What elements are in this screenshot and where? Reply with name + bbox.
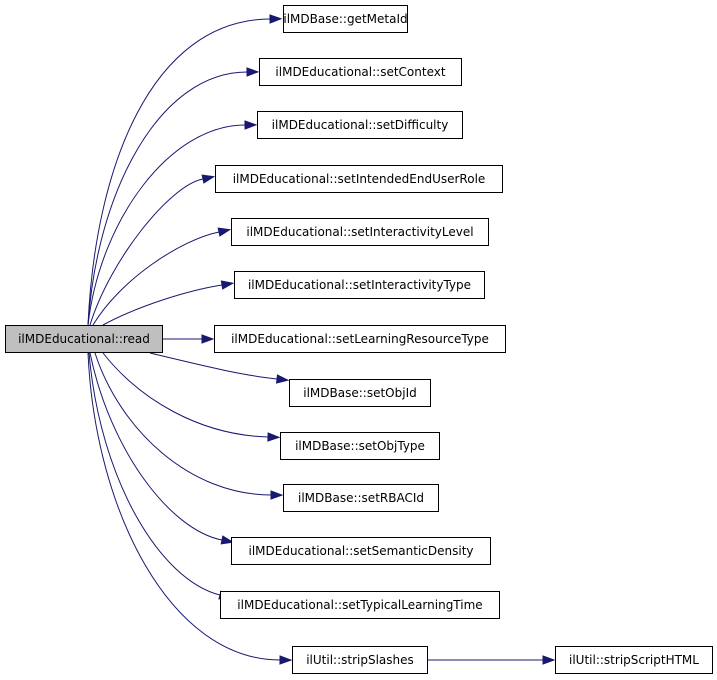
node-box xyxy=(231,218,489,246)
node-setObjType[interactable]: ilMDBase::setObjType xyxy=(280,432,440,460)
edges xyxy=(87,14,556,665)
node-setRBACId[interactable]: ilMDBase::setRBACId xyxy=(283,484,439,512)
node-setObjId[interactable]: ilMDBase::setObjId xyxy=(289,379,431,407)
edge-read-to-setSemanticDensity xyxy=(89,352,235,545)
edge-line xyxy=(94,352,272,496)
node-stripScriptHTML[interactable]: ilUtil::stripScriptHTML xyxy=(555,646,713,674)
node-label: ilMDEducational::setTypicalLearningTime xyxy=(237,598,482,612)
edge-line xyxy=(87,18,271,326)
edge-line xyxy=(88,352,221,596)
edge-read-to-setLearningResourceType xyxy=(163,334,215,344)
arrowhead-icon xyxy=(220,280,235,290)
edge-read-to-setInteractivityType xyxy=(102,280,235,326)
edge-line xyxy=(149,352,278,380)
node-box xyxy=(214,325,506,353)
node-label: ilMDEducational::setLearningResourceType xyxy=(231,332,489,346)
arrowhead-icon xyxy=(267,432,281,442)
node-label: ilMDEducational::setInteractivityType xyxy=(248,278,471,292)
arrowhead-icon xyxy=(220,535,235,545)
edge-read-to-getMetaId xyxy=(87,14,283,326)
arrowhead-icon xyxy=(201,334,215,344)
node-setSemanticDensity[interactable]: ilMDEducational::setSemanticDensity xyxy=(231,537,491,565)
node-box xyxy=(280,432,440,460)
edge-stripSlashes-to-stripScriptHTML xyxy=(428,655,556,665)
node-box xyxy=(283,484,439,512)
edge-read-to-setDifficulty xyxy=(87,120,258,326)
edge-line xyxy=(87,71,248,326)
node-box xyxy=(234,271,485,299)
node-label: ilMDEducational::setInteractivityLevel xyxy=(246,225,473,239)
arrowhead-icon xyxy=(246,67,260,77)
edge-line xyxy=(89,178,204,326)
edge-read-to-setObjId xyxy=(149,352,290,384)
arrowhead-icon xyxy=(244,120,258,130)
edge-line xyxy=(102,352,269,438)
edge-read-to-setIntendedEndUserRole xyxy=(89,174,216,326)
node-label: ilMDEducational::setIntendedEndUserRole xyxy=(233,172,486,186)
node-box xyxy=(215,165,503,193)
edge-line xyxy=(92,231,220,326)
node-setDifficulty[interactable]: ilMDEducational::setDifficulty xyxy=(257,111,463,139)
node-label: ilMDBase::setObjId xyxy=(303,386,416,400)
node-stripSlashes[interactable]: ilUtil::stripSlashes xyxy=(292,646,428,674)
edge-line xyxy=(87,124,246,326)
node-box xyxy=(259,58,462,86)
node-setIntendedEndUserRole[interactable]: ilMDEducational::setIntendedEndUserRole xyxy=(215,165,503,193)
arrowhead-icon xyxy=(279,655,293,665)
node-box xyxy=(292,646,428,674)
node-box xyxy=(231,537,491,565)
node-label: ilMDEducational::setSemanticDensity xyxy=(248,544,473,558)
node-box xyxy=(5,325,163,353)
node-getMetaId[interactable]: ilMDBase::getMetaId xyxy=(283,5,408,33)
arrowhead-icon xyxy=(270,490,284,500)
arrowhead-icon xyxy=(275,374,290,384)
node-setInteractivityType[interactable]: ilMDEducational::setInteractivityType xyxy=(234,271,485,299)
arrowhead-icon xyxy=(542,655,556,665)
node-label: ilMDEducational::setContext xyxy=(275,65,445,79)
node-label: ilMDEducational::setDifficulty xyxy=(272,118,449,132)
arrowhead-icon xyxy=(201,174,216,184)
edge-line xyxy=(87,352,281,661)
node-box xyxy=(220,591,500,619)
node-setTypicalLearningTime[interactable]: ilMDEducational::setTypicalLearningTime xyxy=(220,591,500,619)
node-setInteractivityLevel[interactable]: ilMDEducational::setInteractivityLevel xyxy=(231,218,489,246)
node-setContext[interactable]: ilMDEducational::setContext xyxy=(259,58,462,86)
edge-read-to-stripSlashes xyxy=(87,352,293,665)
node-box xyxy=(555,646,713,674)
node-read[interactable]: ilMDEducational::read xyxy=(5,325,163,353)
node-setLearningResourceType[interactable]: ilMDEducational::setLearningResourceType xyxy=(214,325,506,353)
node-label: ilMDBase::setRBACId xyxy=(298,491,424,505)
node-label: ilMDEducational::read xyxy=(18,332,150,346)
node-label: ilUtil::stripSlashes xyxy=(306,653,414,667)
edge-read-to-setContext xyxy=(87,67,260,326)
nodes: ilMDEducational::read ilMDBase::getMetaId… xyxy=(5,5,713,674)
edge-read-to-setTypicalLearningTime xyxy=(88,352,233,600)
arrowhead-icon xyxy=(217,227,232,237)
node-label: ilMDBase::getMetaId xyxy=(283,12,407,26)
arrowhead-icon xyxy=(269,14,283,24)
node-box xyxy=(283,5,408,33)
node-label: ilMDBase::setObjType xyxy=(295,439,425,453)
edge-line xyxy=(102,284,223,326)
node-box xyxy=(289,379,431,407)
edge-read-to-setRBACId xyxy=(94,352,284,500)
edge-line xyxy=(89,352,223,541)
edge-read-to-setObjType xyxy=(102,352,281,442)
edge-read-to-setInteractivityLevel xyxy=(92,227,232,326)
node-box xyxy=(257,111,463,139)
node-label: ilUtil::stripScriptHTML xyxy=(569,653,699,667)
